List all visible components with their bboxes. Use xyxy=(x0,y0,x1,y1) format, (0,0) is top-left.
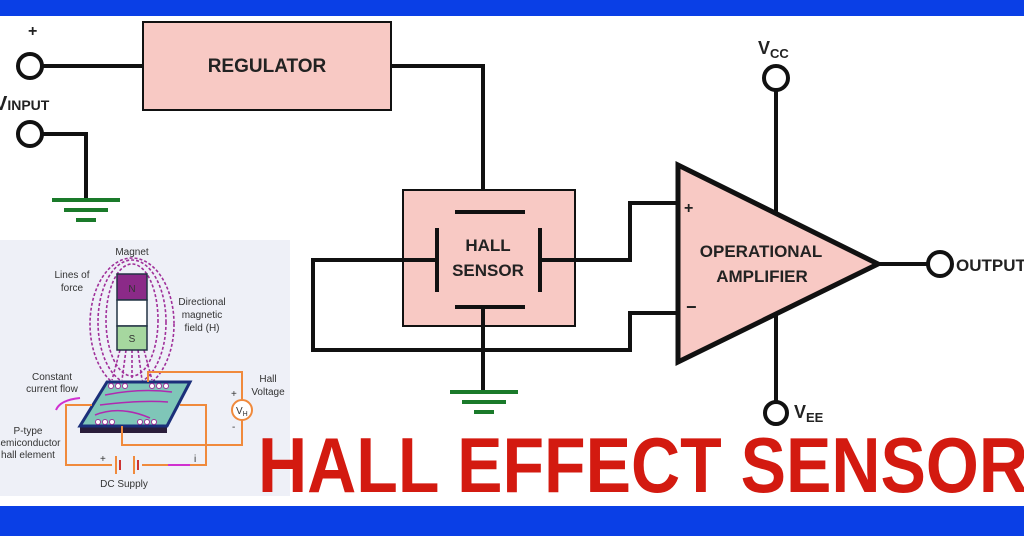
current-flow-lines xyxy=(94,389,173,419)
output-terminal xyxy=(926,250,954,278)
magnet-label: Magnet xyxy=(115,247,149,258)
hall-voltage-label-2: Voltage xyxy=(251,387,285,398)
opamp-plus-label: + xyxy=(684,200,693,217)
current-symbol: i xyxy=(194,454,196,465)
north-label: N xyxy=(128,284,135,295)
opamp-triangle xyxy=(675,160,884,367)
wire-hall-minus xyxy=(311,258,678,352)
south-label: S xyxy=(129,334,136,345)
current-label-1: Constant xyxy=(32,372,72,383)
hall-voltage-label-1: Hall xyxy=(259,374,276,385)
hall-voltage-circuit xyxy=(121,371,243,446)
supply-plus-label: + xyxy=(100,454,106,465)
current-arrow-icon xyxy=(55,397,81,411)
ground-symbol-input xyxy=(52,198,120,222)
input-minus-terminal xyxy=(16,120,44,148)
input-plus-label: + xyxy=(28,23,37,40)
current-label-2: current flow xyxy=(26,384,78,395)
plus-label: + xyxy=(231,389,237,400)
element-label-2: semiconductor xyxy=(0,438,61,449)
voltmeter-icon xyxy=(231,399,253,421)
magnet-south-pole xyxy=(116,325,148,351)
input-label: VINPUT xyxy=(0,93,50,115)
output-label: OUTPUT xyxy=(956,256,1024,275)
top-frame-bar xyxy=(0,0,1024,16)
opamp-label-2: AMPLIFIER xyxy=(716,267,808,286)
vee-label: VEE xyxy=(794,402,824,425)
battery-icon xyxy=(112,456,142,474)
vcc-label: VCC xyxy=(758,38,789,61)
bottom-frame-bar xyxy=(0,506,1024,536)
wire-hall-plus xyxy=(540,201,678,262)
field-label-3: field (H) xyxy=(184,323,219,334)
regulator-label: REGULATOR xyxy=(208,56,327,77)
element-label-1: P-type xyxy=(14,426,43,437)
opamp-label-1: OPERATIONAL xyxy=(700,242,822,261)
wire-regulator-hall xyxy=(391,64,485,212)
semiconductor-plate xyxy=(77,380,193,428)
field-label-1: Directional xyxy=(178,297,225,308)
regulator-block xyxy=(142,21,392,111)
charge-markers xyxy=(95,383,169,425)
magnet-body xyxy=(116,299,148,327)
element-label-3: hall element xyxy=(1,450,55,461)
dc-supply-label: DC Supply xyxy=(100,479,148,490)
vcc-terminal xyxy=(762,64,790,92)
vh-label: VH xyxy=(236,406,248,418)
ground-symbol-hall xyxy=(450,390,518,414)
plate-edge xyxy=(80,426,167,433)
lines-of-force-1: Lines of xyxy=(54,270,89,281)
hall-effect-inset: N S Magnet Lines of force Directional ma… xyxy=(0,240,290,496)
input-plus-terminal xyxy=(16,52,44,80)
page-title: HALL EFFECT SENSOR xyxy=(258,421,1024,509)
wire-input-ground xyxy=(42,132,88,200)
opamp-minus-label: − xyxy=(686,297,697,317)
vee-terminal xyxy=(763,400,789,426)
hall-sensor-label-1: HALL xyxy=(465,236,510,255)
magnet-north-pole xyxy=(116,273,148,301)
hall-sensor-label-2: SENSOR xyxy=(452,261,524,280)
minus-label: - xyxy=(232,422,235,433)
lines-of-force-2: force xyxy=(61,283,84,294)
field-label-2: magnetic xyxy=(182,310,223,321)
